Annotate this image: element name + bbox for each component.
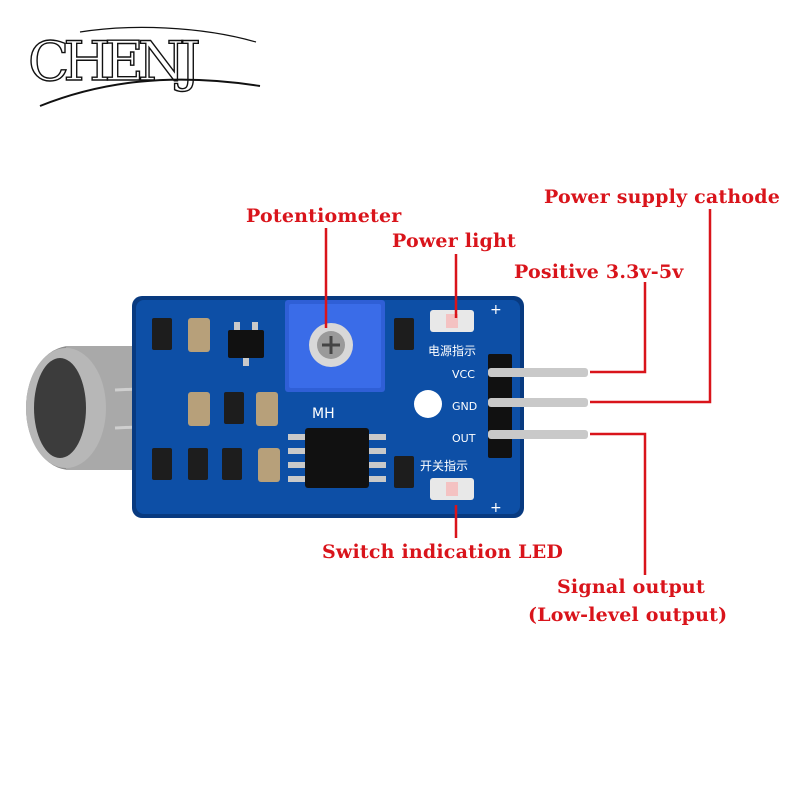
plus-mark-bottom: + [490, 500, 502, 516]
header-pins [488, 354, 588, 458]
pin-label-out: OUT [452, 432, 476, 445]
svg-text:MH: MH [312, 406, 335, 422]
callout-potentiometer: Potentiometer [246, 205, 402, 227]
pin-label-vcc: VCC [452, 368, 475, 381]
plus-mark-top: + [490, 302, 502, 318]
callout-positive: Positive 3.3v-5v [514, 261, 684, 283]
switch-indicator-text: 开关指示 [420, 458, 468, 473]
pin-label-gnd: GND [452, 400, 477, 413]
transistor [228, 322, 264, 366]
callout-signal-output: Signal output [557, 576, 705, 598]
potentiometer: MH [285, 300, 385, 422]
svg-text:CHENJ: CHENJ [28, 30, 199, 93]
callout-power-light: Power light [392, 230, 517, 252]
switch-led [430, 478, 474, 500]
callout-lines [324, 209, 712, 575]
power-led [430, 310, 474, 332]
callout-cathode: Power supply cathode [544, 186, 780, 208]
ic-chip [288, 428, 386, 488]
smd-components [152, 318, 414, 488]
power-indicator-text: 电源指示 [428, 343, 476, 358]
callout-switch-led: Switch indication LED [322, 541, 564, 563]
brand-logo: CHENJ [20, 22, 270, 114]
callout-low-level: (Low-level output) [528, 604, 728, 626]
